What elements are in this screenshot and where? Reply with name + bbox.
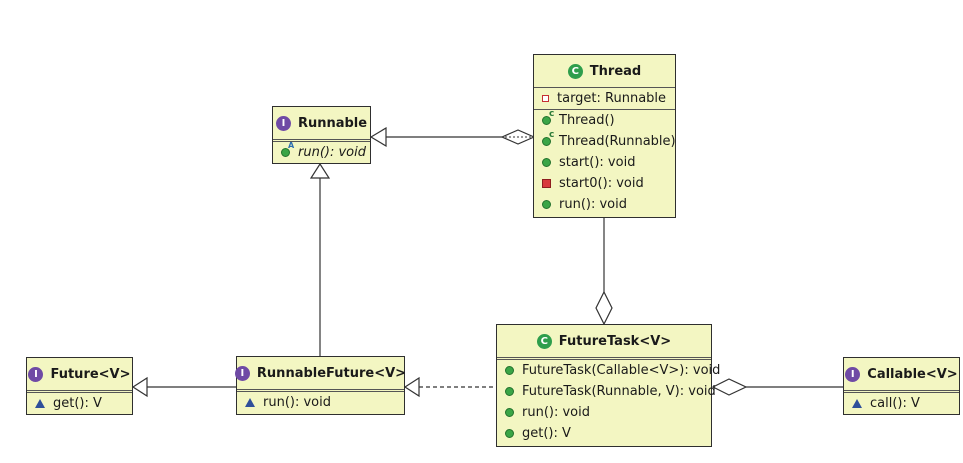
public-method-icon [542,158,551,167]
interface-runnablefuture[interactable]: I RunnableFuture<V> run(): void [234,356,407,415]
protected-method-icon [245,398,255,407]
abstract-method-icon [281,141,294,157]
field-text: target: Runnable [557,91,667,106]
class-thread-method: start0(): void [534,173,675,194]
edge-futuretask-runnablefuture [403,376,496,398]
class-thread-name: Thread [589,63,642,79]
class-icon: C [536,333,552,349]
interface-callable[interactable]: I Callable<V> call(): V [843,357,960,415]
private-method-icon [542,179,551,188]
interface-runnablefuture-method: run(): void [237,392,404,413]
class-thread-field: target: Runnable [534,88,675,109]
class-thread-header: C Thread [534,55,675,87]
method-text: run(): void [522,405,590,420]
edge-futuretask-thread [595,218,613,326]
class-futuretask-method: FutureTask(Callable<V>): void [497,360,720,381]
interface-future[interactable]: I Future<V> get(): V [26,357,133,415]
interface-runnablefuture-header: I RunnableFuture<V> [234,357,407,389]
interface-callable-header: I Callable<V> [844,358,959,390]
class-thread[interactable]: C Thread target: Runnable Thread() Threa… [533,54,676,218]
edge-futuretask-callable [711,378,843,396]
public-method-icon [542,200,551,209]
class-futuretask[interactable]: C FutureTask<V> FutureTask(Callable<V>):… [496,324,720,447]
interface-future-name: Future<V> [50,366,131,382]
interface-callable-methods: call(): V [844,390,959,414]
interface-runnable-header: I Runnable [273,107,370,139]
interface-icon: I [234,365,250,381]
method-text: get(): V [53,396,102,411]
method-text: FutureTask(Runnable, V): void [522,384,716,399]
interface-icon: I [28,366,44,382]
class-futuretask-methods: FutureTask(Callable<V>): void FutureTask… [497,357,720,444]
edge-runnablefuture-runnable [309,162,331,356]
protected-method-icon [852,399,862,408]
class-futuretask-method: get(): V [497,423,711,444]
method-text: start(): void [559,155,636,170]
method-text: get(): V [522,426,571,441]
class-thread-method: run(): void [534,194,675,215]
class-thread-method: Thread() [534,109,675,131]
interface-future-header: I Future<V> [27,358,132,390]
method-text: start0(): void [559,176,644,191]
interface-runnablefuture-methods: run(): void [237,389,404,413]
class-icon: C [567,63,583,79]
method-text: run(): void [298,145,366,160]
interface-icon: I [845,366,861,382]
protected-method-icon [35,399,45,408]
class-futuretask-header: C FutureTask<V> [497,325,711,357]
class-thread-method: start(): void [534,152,675,173]
method-text: run(): void [559,197,627,212]
method-text: Thread(Runnable) [559,134,676,149]
method-text: call(): V [870,396,920,411]
interface-future-methods: get(): V [27,390,132,414]
interface-runnable-name: Runnable [297,115,368,131]
edge-runnablefuture-future [131,376,236,398]
constructor-icon [542,109,554,125]
class-futuretask-method: FutureTask(Runnable, V): void [497,381,716,402]
public-method-icon [505,387,514,396]
constructor-icon [542,130,554,146]
class-thread-fields: target: Runnable [534,87,675,109]
method-text: FutureTask(Callable<V>): void [522,363,721,378]
class-futuretask-name: FutureTask<V> [558,333,672,349]
method-text: run(): void [263,395,331,410]
interface-icon: I [275,115,291,131]
interface-runnable-method: run(): void [273,141,370,163]
class-thread-methods: Thread() Thread(Runnable) start(): void … [534,109,676,215]
class-futuretask-method: run(): void [497,402,711,423]
interface-future-method: get(): V [27,393,132,414]
interface-runnable-methods: run(): void [273,139,370,163]
interface-runnablefuture-name: RunnableFuture<V> [256,365,407,381]
interface-callable-name: Callable<V> [867,366,958,382]
interface-runnable[interactable]: I Runnable run(): void [272,106,371,164]
method-text: Thread() [559,113,615,128]
private-field-icon [542,95,549,102]
public-method-icon [505,408,514,417]
edge-thread-runnable [369,126,536,148]
class-thread-method: Thread(Runnable) [534,130,676,152]
public-method-icon [505,429,514,438]
interface-callable-method: call(): V [844,393,959,414]
public-method-icon [505,366,514,375]
